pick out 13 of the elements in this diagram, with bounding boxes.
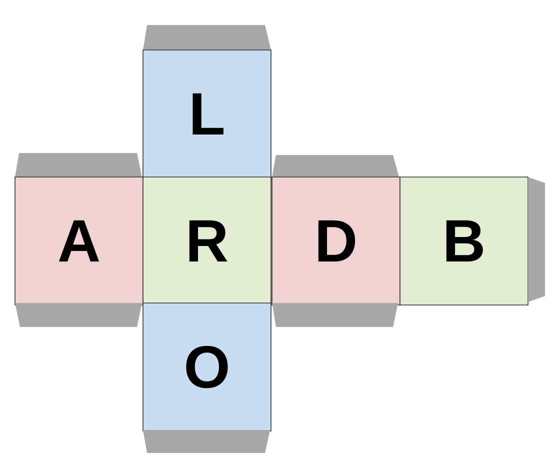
net-face: L xyxy=(142,50,272,178)
glue-tab xyxy=(143,430,270,453)
glue-tab xyxy=(15,153,142,177)
net-face: B xyxy=(400,176,528,306)
glue-tab xyxy=(143,25,271,50)
glue-tab xyxy=(528,177,545,302)
glue-tab xyxy=(272,155,399,177)
net-face: R xyxy=(142,176,272,306)
glue-tab xyxy=(15,303,142,327)
net-face: A xyxy=(14,176,144,306)
net-face: O xyxy=(142,302,272,432)
net-face: D xyxy=(272,176,400,306)
glue-tab xyxy=(272,303,398,327)
